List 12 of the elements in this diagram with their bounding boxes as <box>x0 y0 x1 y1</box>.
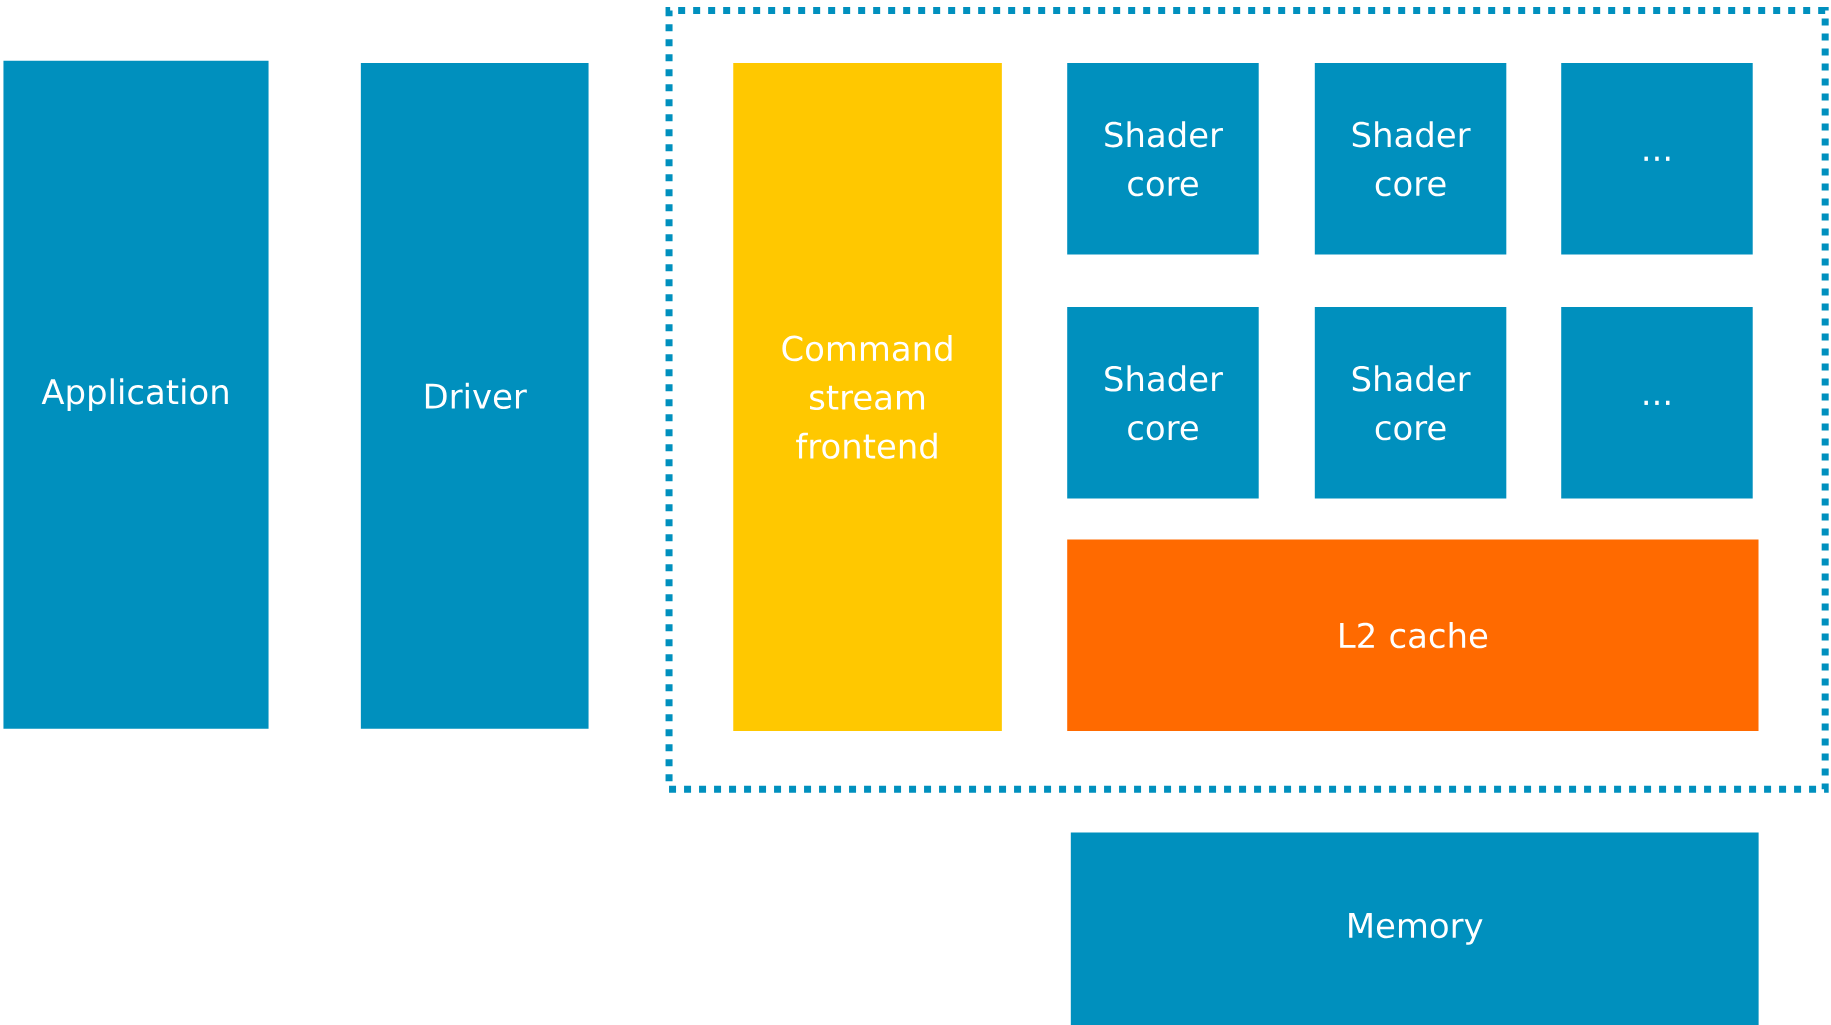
core-box: Shader core <box>1314 63 1507 255</box>
frontend-box: Command stream frontend <box>733 63 1002 731</box>
core-box: ... <box>1561 63 1753 255</box>
core-box: ... <box>1561 307 1753 499</box>
dashed-frame <box>665 6 1829 793</box>
core-box: Shader core <box>1067 307 1259 499</box>
cache-box: L2 cache <box>1067 539 1759 731</box>
core-box: Shader core <box>1067 63 1259 255</box>
block-box: Application <box>3 60 269 729</box>
block-box: Memory <box>1070 832 1759 1025</box>
core-box: Shader core <box>1314 307 1507 499</box>
block-box: Driver <box>360 63 589 729</box>
